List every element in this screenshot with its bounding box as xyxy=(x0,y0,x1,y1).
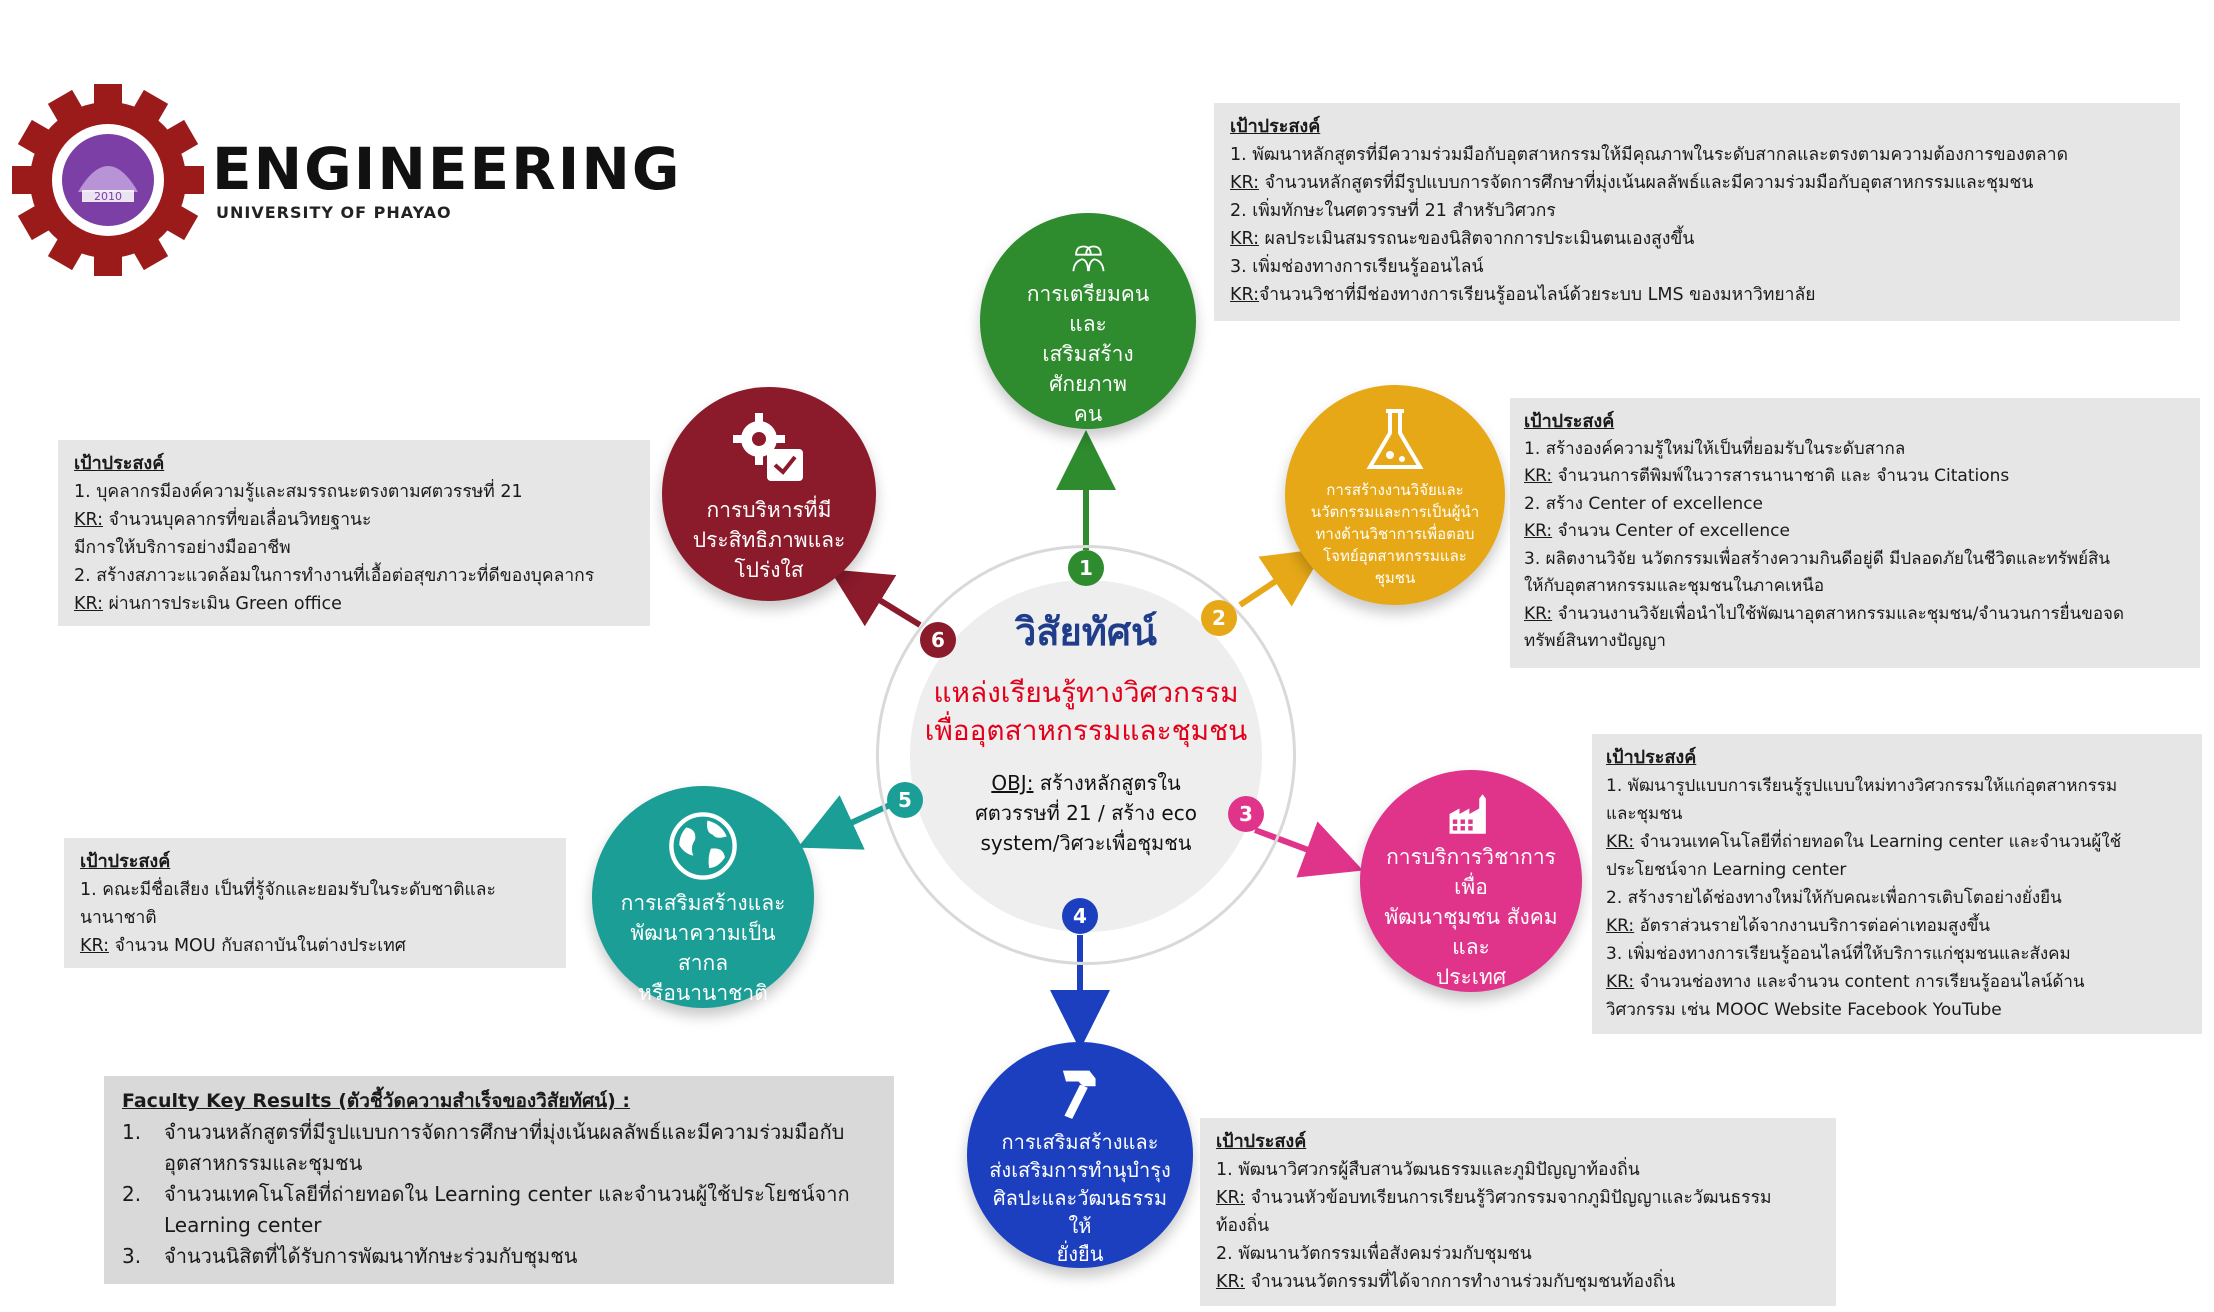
vision-statement: แหล่งเรียนรู้ทางวิศวกรรม เพื่ออุตสาหกรรม… xyxy=(924,676,1248,747)
badge-5: 5 xyxy=(887,782,923,818)
factory-icon xyxy=(1449,794,1486,834)
hammer-icon xyxy=(1062,1070,1096,1119)
goal-line: 1. พัฒนาวิศวกรผู้สืบสานวัฒนธรรมและภูมิปั… xyxy=(1216,1160,1640,1180)
key-results-heading: Faculty Key Results (ตัวชี้วัดความสำเร็จ… xyxy=(122,1090,631,1112)
workers-helmet-icon xyxy=(1072,245,1105,272)
badge-2: 2 xyxy=(1201,600,1237,636)
faculty-key-results: Faculty Key Results (ตัวชี้วัดความสำเร็จ… xyxy=(104,1076,894,1284)
key-result-item: 3. จำนวนนิสิตที่ได้รับการพัฒนาทักษะร่วมก… xyxy=(122,1244,578,1268)
goal-line: 1. คณะมีชื่อเสียง เป็นที่รู้จักและยอมรับ… xyxy=(80,880,496,900)
goal-line: 2. สร้างรายได้ช่องทางใหม่ให้กับคณะเพื่อก… xyxy=(1606,888,2062,908)
goal-line: 1. บุคลากรมีองค์ความรู้และสมรรถนะตรงตามศ… xyxy=(74,482,523,502)
logo-subtitle: UNIVERSITY OF PHAYAO xyxy=(216,203,452,222)
key-result-line: KR: จำนวนหลักสูตรที่มีรูปแบบการจัดการศึก… xyxy=(1230,173,2034,193)
key-result-line: KR: ผ่านการประเมิน Green office xyxy=(74,594,342,614)
key-result-line: KR: จำนวน Center of excellence xyxy=(1524,521,1790,541)
vision-objective: OBJ: สร้างหลักสูตรใน ศตวรรษที่ 21 / สร้า… xyxy=(975,771,1197,855)
goal-line: ทรัพย์สินทางปัญญา xyxy=(1524,631,1666,651)
goal-line: 3. เพิ่มช่องทางการเรียนรู้ออนไลน์ที่ให้บ… xyxy=(1606,944,2071,964)
strategy-circle-1: การเตรียมคนและเสริมสร้างศักยภาพคน xyxy=(980,213,1196,429)
goal-line: 1. พัฒนารูปแบบการเรียนรู้รูปแบบใหม่ทางวิ… xyxy=(1606,776,2118,796)
goal-heading: เป้าประสงค์ xyxy=(1606,747,1697,768)
key-result-line: KR: จำนวนบุคลากรที่ขอเลื่อนวิทยฐานะ xyxy=(74,510,372,530)
goal-box-4: เป้าประสงค์ 1. พัฒนาวิศวกรผู้สืบสานวัฒนธร… xyxy=(1200,1118,1836,1306)
goal-heading: เป้าประสงค์ xyxy=(74,453,165,474)
goal-box-2: เป้าประสงค์ 1. สร้างองค์ความรู้ใหม่ให้เป็… xyxy=(1510,398,2200,668)
key-result-item: 2. จำนวนเทคโนโลยีที่ถ่ายทอดใน Learning c… xyxy=(122,1182,850,1237)
strategy-circle-3: การบริการวิชาการเพื่อพัฒนาชุมชน สังคม แล… xyxy=(1360,770,1582,992)
goal-heading: เป้าประสงค์ xyxy=(1216,1131,1307,1152)
key-result-item: 1. จำนวนหลักสูตรที่มีรูปแบบการจัดการศึกษ… xyxy=(122,1120,845,1175)
key-result-line: KR: จำนวนงานวิจัยเพื่อนำไปใช้พัฒนาอุตสาห… xyxy=(1524,603,2125,624)
flask-icon xyxy=(1366,409,1424,469)
logo-emblem-text: 2010 xyxy=(94,190,122,203)
strategy-circle-5: การเสริมสร้างและพัฒนาความเป็นสากลหรือนาน… xyxy=(592,786,814,1008)
goal-line: 1. พัฒนาหลักสูตรที่มีความร่วมมือกับอุตสา… xyxy=(1230,145,2068,165)
key-result-line: KR: จำนวนนวัตกรรมที่ได้จากการทำงานร่วมกั… xyxy=(1216,1272,1676,1292)
goal-line: 3. ผลิตงานวิจัย นวัตกรรมเพื่อสร้างความกิ… xyxy=(1524,548,2111,569)
faculty-logo: 2010 xyxy=(12,84,204,276)
goal-heading: เป้าประสงค์ xyxy=(1230,116,1321,137)
goal-box-5: เป้าประสงค์ 1. คณะมีชื่อเสียง เป็นที่รู้จ… xyxy=(64,838,566,968)
goal-line: 2. เพิ่มทักษะในศตวรรษที่ 21 สำหรับวิศวกร xyxy=(1230,201,1556,221)
goal-box-3: เป้าประสงค์ 1. พัฒนารูปแบบการเรียนรู้รูปแ… xyxy=(1592,734,2202,1034)
vision-title: วิสัยทัศน์ xyxy=(1015,610,1157,654)
goal-line: ให้กับอุตสาหกรรมและชุมชนในภาคเหนือ xyxy=(1524,576,1825,596)
strategy-circle-2: การสร้างงานวิจัยและนวัตกรรมและการเป็นผู้… xyxy=(1285,385,1505,605)
goal-line: ประโยชน์จาก Learning center xyxy=(1606,860,1847,880)
goal-heading: เป้าประสงค์ xyxy=(1524,411,1615,432)
goal-line: 2. พัฒนานวัตกรรมเพื่อสังคมร่วมกับชุมชน xyxy=(1216,1244,1532,1264)
badge-3: 3 xyxy=(1228,796,1264,832)
arrow-2 xyxy=(1238,548,1325,608)
key-result-line: KR: จำนวน MOU กับสถาบันในต่างประเทศ xyxy=(80,936,406,956)
arrow-6 xyxy=(829,569,922,628)
goal-heading: เป้าประสงค์ xyxy=(80,851,171,872)
goal-line: 1. สร้างองค์ความรู้ใหม่ให้เป็นที่ยอมรับใ… xyxy=(1524,438,1906,459)
gear-checklist-icon xyxy=(733,413,803,481)
badge-4: 4 xyxy=(1062,898,1098,934)
key-result-line: KR: จำนวนหัวข้อบทเรียนการเรียนรู้วิศวกรร… xyxy=(1216,1188,1772,1208)
key-result-line: KR: อัตราส่วนรายได้จากงานบริการต่อค่าเทอ… xyxy=(1606,916,1990,936)
badge-6: 6 xyxy=(920,622,956,658)
goal-line: นานาชาติ xyxy=(80,908,157,928)
key-result-line: KR:จำนวนวิชาที่มีช่องทางการเรียนรู้ออนไล… xyxy=(1230,285,1816,305)
vision-ring xyxy=(876,545,1296,965)
goal-line: มีการให้บริการอย่างมืออาชีพ xyxy=(74,538,291,558)
key-result-line: KR: จำนวนช่องทาง และจำนวน content การเรี… xyxy=(1606,972,2085,992)
goal-line: 3. เพิ่มช่องทางการเรียนรู้ออนไลน์ xyxy=(1230,257,1484,277)
key-result-line: KR: ผลประเมินสมรรถนะของนิสิตจากการประเมิ… xyxy=(1230,229,1695,249)
goal-box-1: เป้าประสงค์ 1. พัฒนาหลักสูตรที่มีความร่วม… xyxy=(1214,103,2180,321)
badge-1: 1 xyxy=(1068,550,1104,586)
key-result-line: KR: จำนวนการตีพิมพ์ในวารสารนานาชาติ และ … xyxy=(1524,466,2010,486)
goal-line: 2. สร้าง Center of excellence xyxy=(1524,493,1764,514)
logo-title: ENGINEERING xyxy=(212,135,682,203)
goal-line: และชุมชน xyxy=(1606,804,1683,824)
goal-line: วิศวกรรม เช่น MOOC Website Facebook YouT… xyxy=(1606,1000,2002,1020)
strategy-circle-6: การบริหารที่มีประสิทธิภาพและโปร่งใส xyxy=(662,387,876,601)
globe-icon xyxy=(669,812,737,880)
arrow-5 xyxy=(797,795,892,850)
key-result-line: KR: จำนวนเทคโนโลยีที่ถ่ายทอดใน Learning … xyxy=(1606,832,2122,852)
goal-line: 2. สร้างสภาวะแวดล้อมในการทำงานที่เอื้อต่… xyxy=(74,566,595,586)
goal-line: ท้องถิ่น xyxy=(1216,1216,1270,1236)
strategy-circle-4: การเสริมสร้างและส่งเสริมการทำนุบำรุงศิลป… xyxy=(967,1042,1193,1268)
goal-box-6: เป้าประสงค์ 1. บุคลากรมีองค์ความรู้และสมร… xyxy=(58,440,650,626)
vision-center: วิสัยทัศน์ แหล่งเรียนรู้ทางวิศวกรรม เพื่… xyxy=(910,580,1262,932)
